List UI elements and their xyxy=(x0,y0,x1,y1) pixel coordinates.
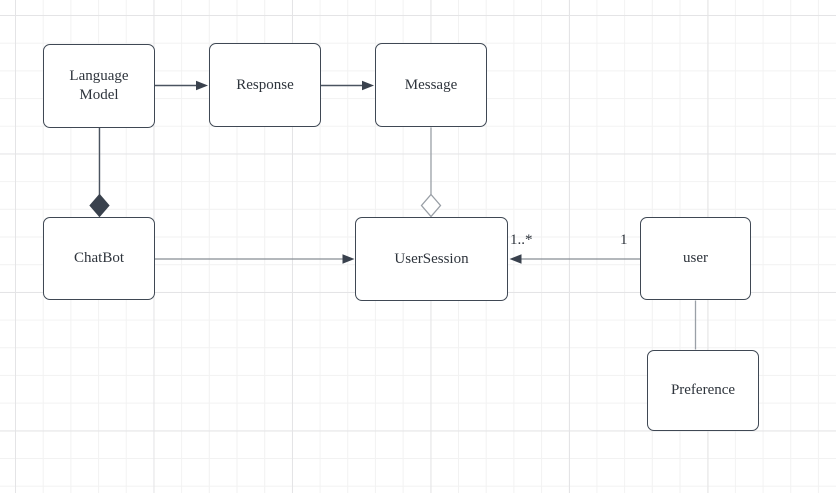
node-response[interactable]: Response xyxy=(209,43,321,127)
composition-diamond-icon xyxy=(89,193,110,218)
multiplicity-label-source: 1 xyxy=(620,232,628,248)
node-label: user xyxy=(683,250,708,267)
edge-chatbot-usersession[interactable] xyxy=(155,254,355,264)
node-preference[interactable]: Preference xyxy=(647,350,759,431)
node-label: Preference xyxy=(670,382,736,399)
node-user[interactable]: user xyxy=(640,217,751,300)
arrowhead-icon xyxy=(196,80,208,91)
node-language-model[interactable]: Language Model xyxy=(43,44,155,128)
arrowhead-icon xyxy=(342,254,355,264)
edge-response-message[interactable] xyxy=(321,80,374,91)
aggregation-diamond-icon xyxy=(420,193,442,218)
node-label: UserSession xyxy=(394,250,469,267)
node-label: Message xyxy=(404,76,458,93)
multiplicity-label-target: 1..* xyxy=(510,232,533,248)
node-label: Language Model xyxy=(69,68,129,103)
arrowhead-icon xyxy=(509,254,522,264)
node-chatbot[interactable]: ChatBot xyxy=(43,217,155,300)
edge-message-usersession-aggregation[interactable] xyxy=(420,127,442,218)
edge-user-usersession[interactable] xyxy=(509,254,641,264)
arrowhead-icon xyxy=(362,80,374,91)
edge-languagemodel-chatbot-composition[interactable] xyxy=(89,128,110,218)
edge-languagemodel-response[interactable] xyxy=(155,80,208,91)
node-usersession[interactable]: UserSession xyxy=(355,217,508,301)
node-label: ChatBot xyxy=(73,250,124,267)
node-message[interactable]: Message xyxy=(375,43,487,127)
node-label: Response xyxy=(236,76,294,93)
